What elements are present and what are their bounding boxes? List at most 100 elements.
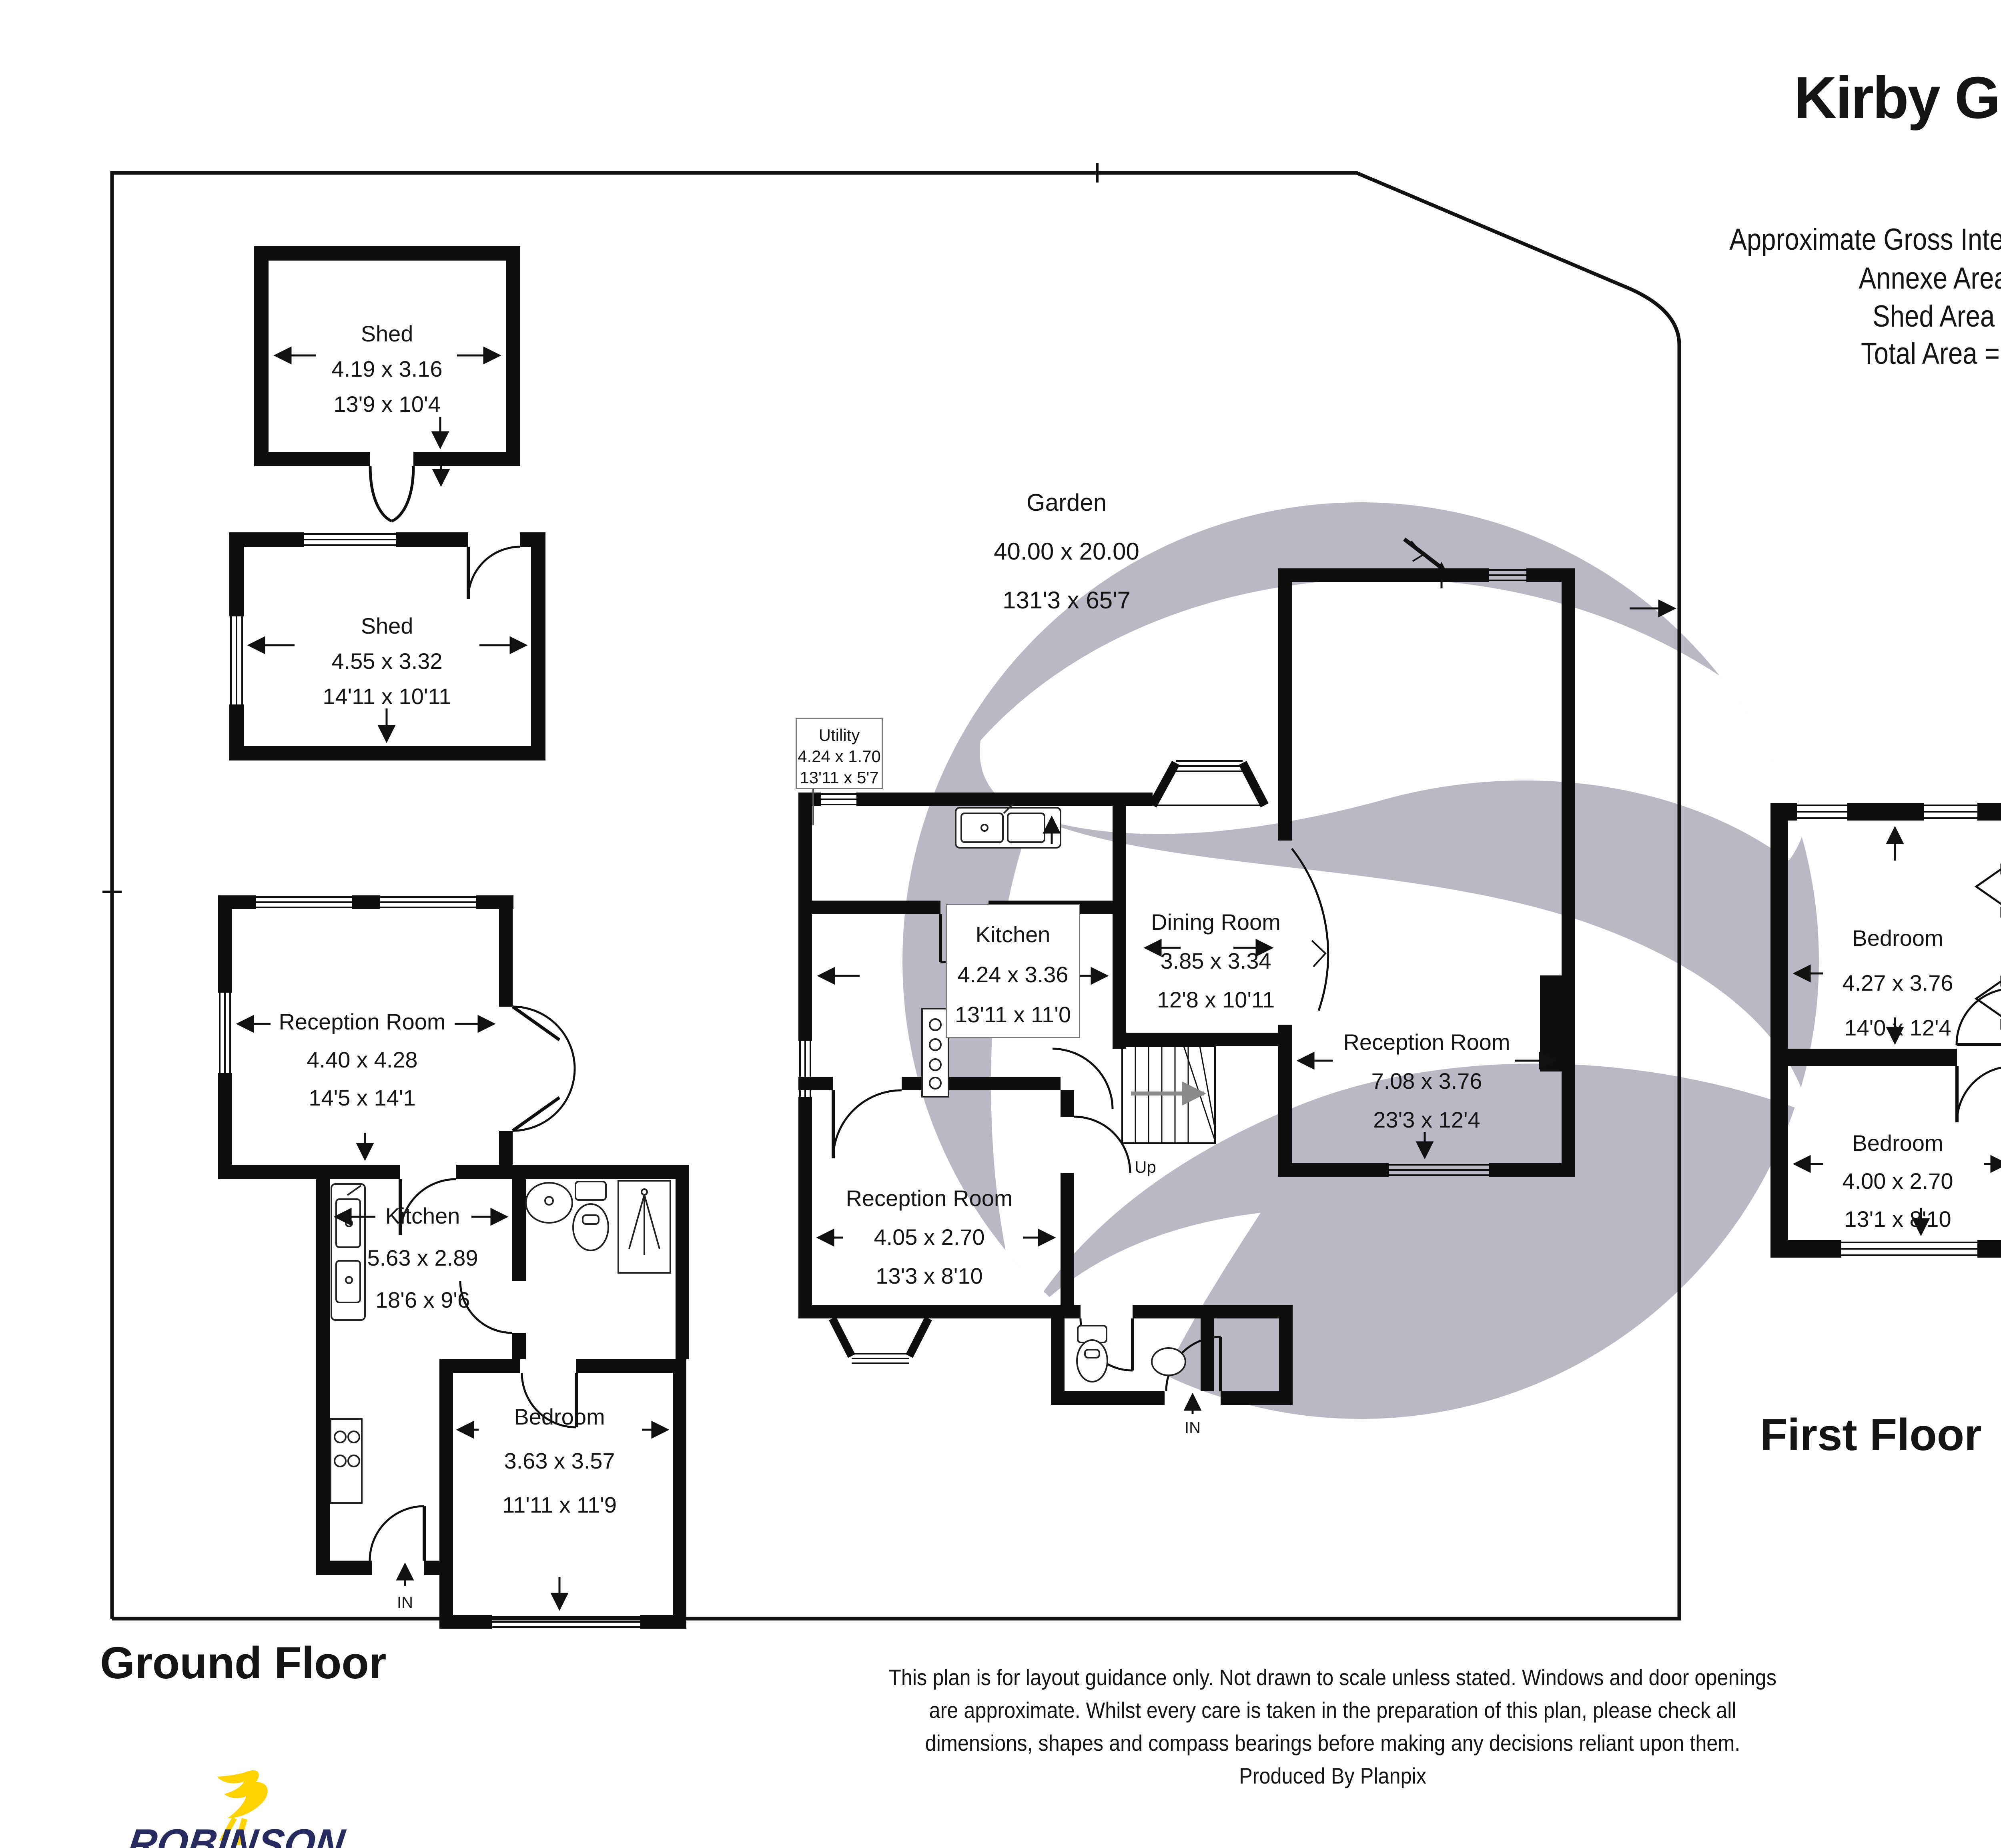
room-label-dining: Dining Room 3.85 x 3.34 12'8 x 10'11 — [1151, 903, 1281, 1019]
kitchen-sink-icon — [955, 803, 1061, 849]
area-line-gross: Approximate Gross Internal Area = 192.1 … — [1729, 223, 2001, 257]
room-imperial: 13'11 x 11'0 — [954, 1002, 1071, 1027]
annexe-cooker-icon — [330, 1418, 363, 1504]
hall-toilet-icon — [1076, 1325, 1108, 1382]
house-walls-ground — [798, 568, 1575, 1405]
shed-2-door — [467, 546, 521, 599]
room-imperial: 131'3 x 65'7 — [1003, 587, 1131, 614]
shed-2-window-symbols — [230, 533, 396, 704]
room-imperial: 13'11 x 5'7 — [800, 768, 879, 787]
room-metric: 4.19 x 3.16 — [331, 356, 443, 381]
room-imperial: 13'3 x 8'10 — [876, 1263, 983, 1288]
area-line-annexe: Annexe Area = 50.0 sq m / 539 sq ft — [1859, 261, 2001, 295]
area-line-total: Total Area = 270.5 sq m / 2913 sq ft — [1861, 337, 2001, 371]
kitchen-label-box: Kitchen 4.24 x 3.36 13'11 x 11'0 — [946, 904, 1080, 1038]
room-label-shed-1: Shed 4.19 x 3.16 13'9 x 10'4 — [331, 316, 442, 422]
room-label-garden: Garden 40.00 x 20.00 131'3 x 65'7 — [994, 478, 1139, 625]
first-floor-title: First Floor — [1760, 1410, 1982, 1460]
utility-label-box: Utility 4.24 x 1.70 13'11 x 5'7 — [796, 718, 883, 789]
room-metric: 40.00 x 20.00 — [994, 538, 1139, 565]
room-metric: 5.63 x 2.89 — [367, 1245, 478, 1270]
room-metric: 4.27 x 3.76 — [1842, 970, 1953, 995]
room-name: Utility — [818, 726, 860, 744]
room-name: Bedroom — [1852, 1130, 1943, 1156]
shed-1-walls — [254, 246, 520, 466]
entrance-in-label: IN — [1185, 1419, 1201, 1437]
room-name: Kitchen — [385, 1203, 460, 1228]
house-dim-arrows-first — [1792, 826, 2001, 1236]
annexe-sink-icon — [331, 1183, 366, 1321]
room-metric: 3.63 x 3.57 — [504, 1448, 615, 1473]
room-imperial: 14'5 x 14'1 — [309, 1085, 416, 1110]
ground-floor-title: Ground Floor — [100, 1638, 387, 1688]
shed-2-dim-arrows — [247, 636, 528, 743]
area-line-shed: Shed Area = 28.3 sq m / 305 sq ft — [1873, 299, 2001, 333]
stairs-icon-ground — [1121, 1045, 1216, 1144]
house-window-symbols-first — [1797, 805, 1977, 1256]
room-imperial: 14'0 x 12'4 — [1844, 1015, 1951, 1040]
room-label-reception-main: Reception Room 7.08 x 3.76 23'3 x 12'4 — [1343, 1023, 1510, 1139]
annexe-shower-icon — [618, 1180, 671, 1274]
room-name: Reception Room — [279, 1009, 446, 1034]
room-metric: 4.00 x 2.70 — [1842, 1168, 1953, 1194]
wardrobe-icons — [1974, 863, 2001, 1030]
shed-1-doors — [369, 466, 415, 523]
annexe-dim-arrows — [236, 1015, 670, 1611]
annexe-entrance-in-label: IN — [397, 1594, 413, 1611]
room-name: Reception Room — [846, 1186, 1013, 1211]
room-name: Shed — [361, 613, 413, 638]
annexe-door-arcs — [369, 1005, 578, 1561]
room-metric: 7.08 x 3.76 — [1371, 1068, 1482, 1094]
disclaimer-line-1: This plan is for layout guidance only. N… — [889, 1665, 1776, 1690]
house-walls-first — [1770, 803, 2001, 1258]
room-metric: 4.24 x 3.36 — [957, 962, 1069, 987]
room-label-kitchen: Kitchen 4.24 x 3.36 13'11 x 11'0 — [955, 915, 1071, 1035]
room-metric: 4.55 x 3.32 — [331, 648, 443, 674]
house-window-symbols-ground — [799, 569, 1526, 1176]
room-metric: 4.24 x 1.70 — [798, 747, 881, 766]
room-name: Bedroom — [1852, 925, 1943, 951]
annexe-walls — [218, 895, 689, 1629]
room-label-reception-small: Reception Room 4.05 x 2.70 13'3 x 8'10 — [846, 1179, 1013, 1295]
room-imperial: 23'3 x 12'4 — [1373, 1107, 1480, 1132]
room-label-annexe-bedroom: Bedroom 3.63 x 3.57 11'11 x 11'9 — [502, 1395, 617, 1527]
annexe-basin-icon — [525, 1182, 573, 1224]
annexe-window-symbols — [219, 896, 640, 1628]
shed-2-walls — [229, 532, 545, 760]
room-imperial: 12'8 x 10'11 — [1157, 987, 1275, 1012]
hall-basin-icon — [1151, 1347, 1186, 1376]
room-label-shed-2: Shed 4.55 x 3.32 14'11 x 10'11 — [323, 608, 451, 714]
room-name: Shed — [361, 321, 413, 346]
stairs-up-label: Up — [1135, 1158, 1156, 1176]
annexe-toilet-icon — [572, 1181, 609, 1251]
room-imperial: 14'11 x 10'11 — [323, 684, 451, 709]
house-door-arcs-first — [1955, 989, 2001, 1123]
dining-bay-window — [1149, 760, 1269, 808]
room-label-utility: Utility 4.24 x 1.70 13'11 x 5'7 — [798, 724, 881, 788]
page-title: Kirby Grange, DA4 — [1794, 65, 2001, 131]
planpix-watermark-icon — [902, 502, 1819, 1419]
room-imperial: 18'6 x 9'6 — [375, 1287, 470, 1312]
room-label-annexe-reception: Reception Room 4.40 x 4.28 14'5 x 14'1 — [279, 1003, 445, 1117]
room-metric: 4.40 x 4.28 — [307, 1047, 418, 1072]
room-name: Garden — [1026, 489, 1107, 516]
reception-bay-window — [829, 1316, 932, 1364]
room-metric: 4.05 x 2.70 — [874, 1224, 985, 1250]
produced-by-label: Produced By Planpix — [1239, 1763, 1426, 1788]
room-imperial: 13'1 x 8'10 — [1844, 1206, 1951, 1232]
agency-logo-line-1: ROBINSON — [125, 1821, 348, 1848]
room-name: Reception Room — [1343, 1029, 1510, 1055]
room-label-bedroom-4: Bedroom 4.00 x 2.70 13'1 x 8'10 — [1842, 1124, 1953, 1238]
house-dim-arrows-ground — [816, 815, 1557, 1414]
room-label-bedroom-1: Bedroom 4.27 x 3.76 14'0 x 12'4 — [1842, 916, 1953, 1050]
disclaimer-line-3: dimensions, shapes and compass bearings … — [925, 1730, 1740, 1756]
logo-bird-icon — [217, 1770, 268, 1845]
room-metric: 3.85 x 3.34 — [1160, 948, 1271, 973]
room-name: Kitchen — [975, 922, 1051, 947]
disclaimer-line-2: are approximate. Whilst every care is ta… — [929, 1698, 1736, 1723]
room-name: Bedroom — [514, 1404, 605, 1429]
room-imperial: 11'11 x 11'9 — [502, 1492, 617, 1517]
shed-1-dim-arrows — [273, 346, 501, 449]
